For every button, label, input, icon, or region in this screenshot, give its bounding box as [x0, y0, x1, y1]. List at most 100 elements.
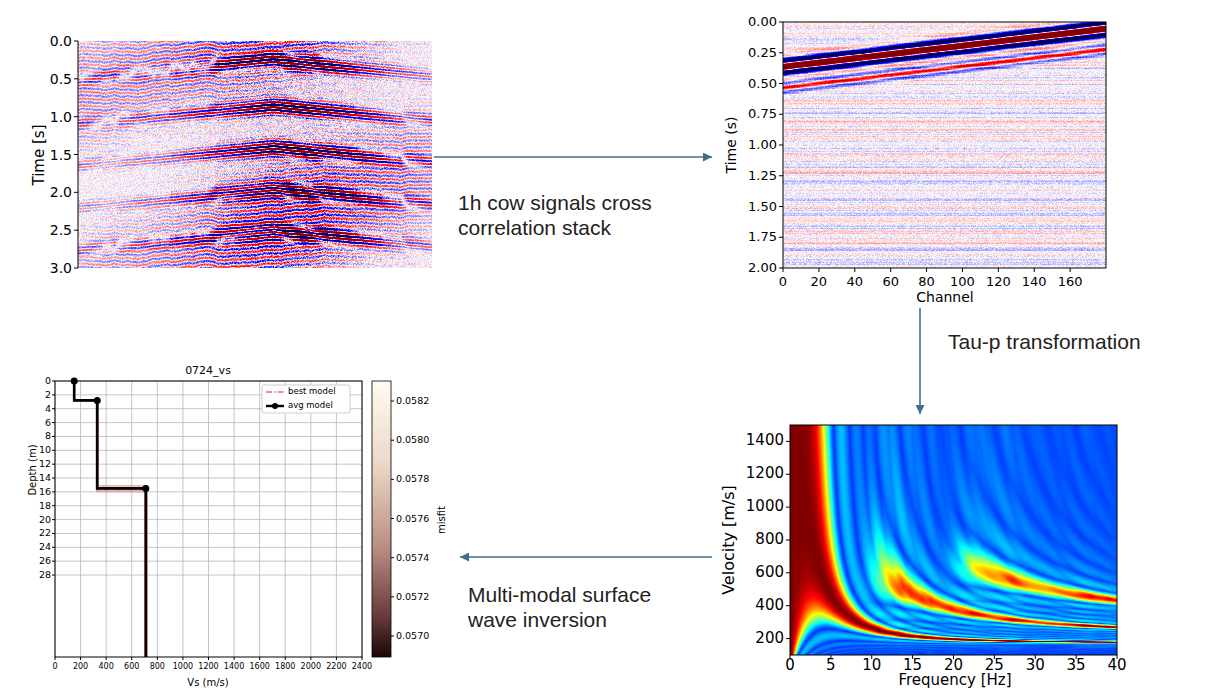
tick-label: 0.0580 [396, 435, 429, 446]
tick-mark [783, 268, 784, 272]
tick-label: 6 [45, 417, 51, 428]
tick-label: 1.00 [748, 138, 777, 153]
tick-label: 800 [150, 662, 165, 671]
step-label: Multi-modal surface wave inversion [468, 582, 704, 632]
tick-label: 0.0576 [396, 513, 429, 524]
tick-mark [74, 78, 78, 79]
tick-mark [779, 52, 783, 53]
tick-label: 20 [944, 657, 963, 674]
tick-label: 600 [755, 564, 784, 581]
tick-label: 200 [73, 662, 88, 671]
tick-mark [74, 230, 78, 231]
tick-label: 8 [45, 431, 51, 442]
tick-mark [391, 479, 394, 480]
tick-label: 10 [39, 445, 51, 456]
tick-label: 0.5 [50, 71, 72, 87]
tick-label: 1.25 [748, 168, 777, 183]
tick-label: 14 [39, 473, 51, 484]
tick-label: 26 [39, 556, 51, 567]
tick-mark [391, 636, 394, 637]
tick-mark [74, 268, 78, 269]
grid-line [55, 519, 362, 520]
tick-mark [391, 440, 394, 441]
tick-label: 1400 [746, 433, 784, 450]
plot-panel: Velocity [m/s]Frequency [Hz]140012001000… [712, 414, 1128, 694]
grid-line [55, 575, 362, 576]
axis-label: Channel [916, 289, 973, 305]
tick-label: 22 [39, 528, 51, 539]
tick-label: 15 [903, 657, 922, 674]
step-label: 1h cow signals cross correlation stack [458, 190, 698, 240]
tick-label: Vs (m/s) [187, 677, 228, 689]
tick-label: 18 [39, 500, 51, 511]
tick-mark [818, 268, 819, 272]
plot-panel: 0724_vsDepth (m)Vs (m/s)misfit0246810121… [22, 360, 460, 694]
tick-label: 28 [39, 570, 51, 581]
tick-label: 1.50 [748, 199, 777, 214]
tick-label: 0.50 [748, 76, 777, 91]
ensemble-model [75, 381, 145, 657]
tick-label: 1600 [249, 662, 269, 671]
axis-label: 0724_vs [185, 365, 231, 378]
tick-label: 400 [99, 662, 114, 671]
tick-label: 1.75 [748, 230, 777, 245]
tick-label: 2400 [352, 662, 372, 671]
tick-label: 0 [45, 376, 51, 387]
tick-label: 40 [1107, 657, 1126, 674]
tick-label: 0.0570 [396, 631, 429, 642]
ensemble-model [74, 381, 147, 657]
tick-label: 800 [755, 531, 784, 548]
tick-label: 1000 [746, 498, 784, 515]
tick-mark [786, 605, 790, 606]
tick-mark [1070, 268, 1071, 272]
tick-label: 0.0582 [396, 396, 429, 407]
tick-label: 2.5 [50, 222, 72, 238]
tick-mark [779, 145, 783, 146]
legend-box [262, 385, 350, 413]
tick-label: 1.5 [50, 146, 72, 162]
tick-label: 60 [882, 275, 899, 290]
tick-mark [779, 175, 783, 176]
tick-label: 0 [779, 275, 787, 290]
tick-label: 120 [986, 275, 1011, 290]
tick-mark [786, 474, 790, 475]
plot-frame [55, 381, 362, 657]
tick-label: 0.25 [748, 45, 777, 60]
tick-mark [926, 268, 927, 272]
plot-frame [783, 22, 1106, 268]
tick-label: 0 [52, 662, 57, 671]
tick-label: 1400 [224, 662, 244, 671]
plot-background [55, 381, 362, 657]
best-model-line [74, 381, 146, 657]
axis-label: misfit [436, 506, 448, 534]
tick-label: 35 [1067, 657, 1086, 674]
grid-line [55, 450, 362, 451]
tick-label: 0.0572 [396, 591, 429, 602]
flow-arrow [460, 556, 712, 558]
avg-model-line [74, 381, 146, 657]
grid-line [55, 547, 362, 548]
correlation-stack [783, 22, 1106, 268]
legend-sample-dot [272, 403, 278, 409]
tick-label: 1.0 [50, 109, 72, 125]
tick-mark [779, 114, 783, 115]
tick-mark [779, 83, 783, 84]
grid-line [55, 422, 362, 423]
tick-mark [74, 154, 78, 155]
grid-line [55, 436, 362, 437]
dispersion-image [790, 425, 1117, 655]
tick-mark [786, 507, 790, 508]
axis-label: Time (s) [723, 117, 739, 174]
tick-label: 10 [862, 657, 881, 674]
tick-label: 25 [985, 657, 1004, 674]
grid-line [55, 561, 362, 562]
ensemble-model [74, 381, 148, 657]
plot-panel: Time [s]0.00.51.01.52.02.53.0 [20, 30, 434, 280]
tick-mark [391, 596, 394, 597]
tick-label: 2.00 [748, 261, 777, 276]
tick-label: 0 [785, 657, 795, 674]
axis-label: Time [s] [31, 125, 48, 186]
legend-label: avg model [288, 401, 333, 410]
grid-line [55, 505, 362, 506]
tick-label: 16 [39, 486, 51, 497]
